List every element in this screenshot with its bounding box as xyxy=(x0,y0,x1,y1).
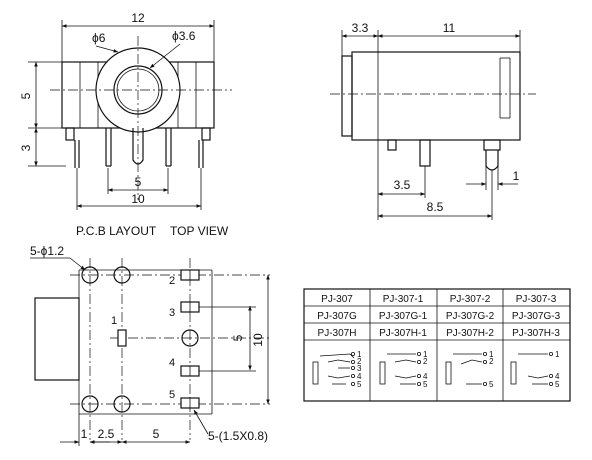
schematic-pin-label: 5 xyxy=(423,380,428,389)
table-cell: PJ-307H xyxy=(318,328,357,339)
pcb-pad xyxy=(117,329,127,347)
schematic-pin-label: 2 xyxy=(489,357,494,366)
pad-number: 1 xyxy=(111,315,117,327)
pcb-hole xyxy=(113,266,131,284)
pcb-hole xyxy=(81,395,99,413)
hole-callout: 5-ϕ1.2 xyxy=(30,244,64,258)
schematic-pin-label: 1 xyxy=(555,350,560,359)
pcb-hole xyxy=(113,395,131,413)
pad-number: 2 xyxy=(169,275,175,287)
table-cell: PJ-307H-3 xyxy=(512,328,560,339)
table-cell: PJ-307-3 xyxy=(516,294,557,305)
schematic-variant-2: 1 2 4 5 xyxy=(379,350,428,389)
table-cell: PJ-307G-1 xyxy=(379,311,428,322)
schematic-variant-1: 1 2 3 4 5 xyxy=(312,350,362,389)
pad-callout: 5-(1.5X0.8) xyxy=(208,429,268,443)
dim-pcb-bottom-a: 1 xyxy=(81,427,88,441)
dim-side-pin-b: 8.5 xyxy=(427,200,444,214)
pcb-jack-outline xyxy=(34,297,80,381)
front-view: 12 ϕ6 ϕ3.6 5 3 5 10 xyxy=(19,11,232,210)
schematic-pin-label: 5 xyxy=(489,380,494,389)
dim-front-width: 12 xyxy=(131,11,145,25)
dim-pin-spacing-a: 5 xyxy=(135,175,142,189)
top-view-label: TOP VIEW xyxy=(170,224,229,238)
side-view: 3.3 11 3.5 8.5 1 xyxy=(330,21,536,220)
table-cell: PJ-307G-3 xyxy=(512,311,561,322)
pcb-hole xyxy=(81,266,99,284)
dim-side-pin-a: 3.5 xyxy=(394,178,411,192)
dim-pcb-bottom-c: 5 xyxy=(153,427,160,441)
table-cell: PJ-307-1 xyxy=(383,294,424,305)
schematic-pin-label: 2 xyxy=(423,357,428,366)
dim-pin-spacing-b: 10 xyxy=(131,192,145,206)
table-cell: PJ-307H-1 xyxy=(379,328,427,339)
schematic-pin-label: 5 xyxy=(357,380,362,389)
pad-number: 4 xyxy=(169,357,175,369)
schematic-pin-label: 1 xyxy=(357,350,362,359)
table-cell: PJ-307G-2 xyxy=(446,311,495,322)
pcb-hole xyxy=(181,329,199,347)
dim-side-front: 3.3 xyxy=(352,21,369,35)
dim-pin-length: 3 xyxy=(19,144,33,151)
schematic-pin-label: 4 xyxy=(357,372,362,381)
schematic-pin-label: 1 xyxy=(489,350,494,359)
schematic-pin-label: 4 xyxy=(423,372,428,381)
dim-pcb-inner: 5 xyxy=(231,334,245,341)
dim-outer-diameter: ϕ6 xyxy=(92,31,106,45)
table-cell: PJ-307H-2 xyxy=(446,328,494,339)
dim-side-pin-width: 1 xyxy=(513,169,520,183)
schematic-pin-label: 2 xyxy=(357,357,362,366)
dim-pcb-outer: 10 xyxy=(251,333,265,347)
dim-side-body: 11 xyxy=(443,21,456,35)
dim-pcb-bottom-b: 2.5 xyxy=(98,427,115,441)
schematic-pin-label: 1 xyxy=(423,350,428,359)
dim-inner-diameter: ϕ3.6 xyxy=(172,29,196,43)
dim-front-height: 5 xyxy=(19,92,33,99)
schematic-pin-label: 5 xyxy=(555,380,560,389)
side-body xyxy=(351,51,521,141)
pcb-layout-title: P.C.B LAYOUT xyxy=(76,224,157,238)
table-cell: PJ-307-2 xyxy=(450,294,491,305)
schematic-variant-4: 1 4 5 xyxy=(510,350,560,389)
pad-number: 5 xyxy=(169,389,175,401)
schematic-variant-3: 1 2 5 xyxy=(445,350,494,389)
table-cell: PJ-307 xyxy=(321,294,353,305)
schematic-pin-label: 3 xyxy=(357,364,362,373)
pcb-layout: P.C.B LAYOUT TOP VIEW 1 2 3 xyxy=(30,224,270,446)
pad-number: 3 xyxy=(169,307,175,319)
table-cell: PJ-307G xyxy=(317,311,357,322)
schematic-pin-label: 4 xyxy=(555,372,560,381)
model-table: PJ-307 PJ-307-1 PJ-307-2 PJ-307-3 PJ-307… xyxy=(303,288,571,402)
